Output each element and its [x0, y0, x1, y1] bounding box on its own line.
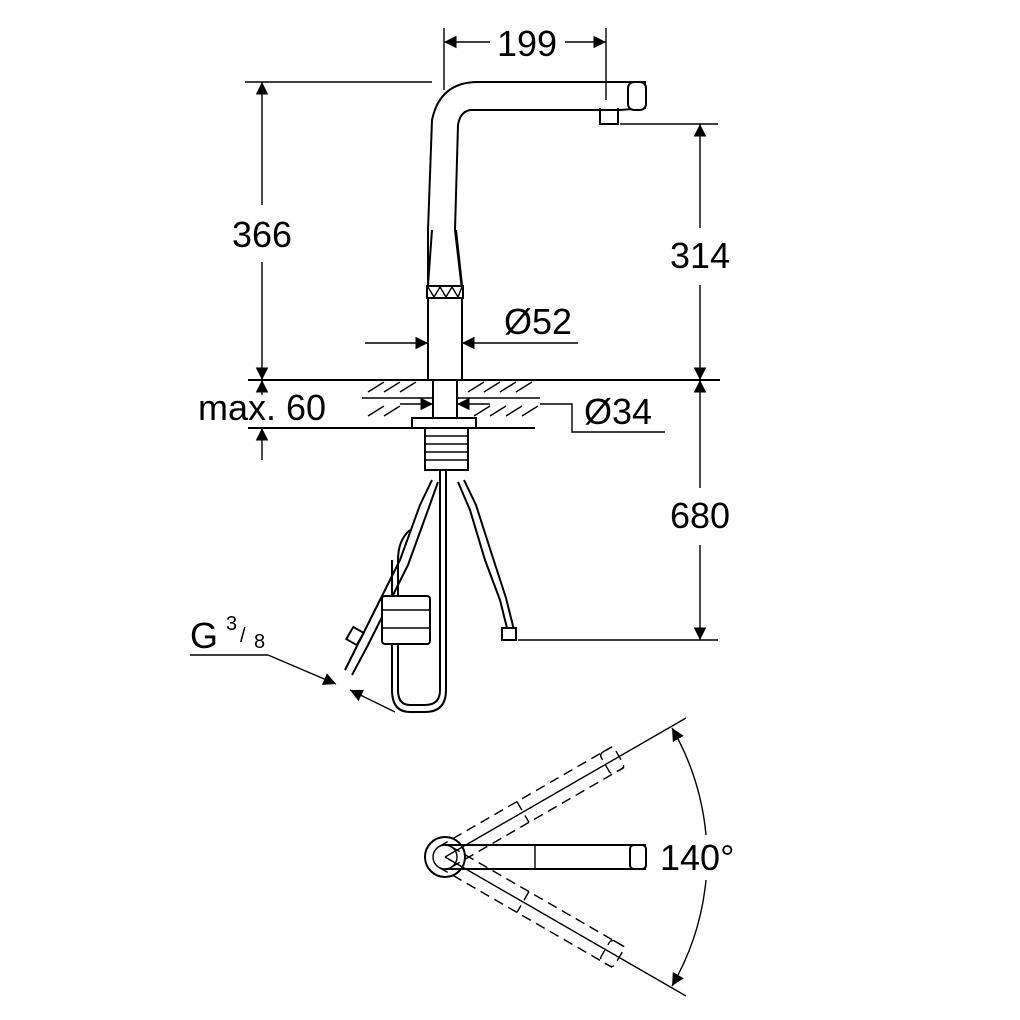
dim-hole-diameter: Ø34: [400, 391, 665, 433]
mounting-nut: [411, 417, 477, 429]
mounting-shank: [432, 379, 458, 421]
spray-nozzle: [599, 108, 619, 125]
supply-hoses: [344, 470, 517, 713]
threaded-stud: [424, 428, 469, 471]
dim-spout-height: 314: [620, 123, 730, 380]
reach-label: 199: [497, 23, 557, 64]
hose-weight: [381, 595, 431, 645]
angle-arc-upper: [671, 727, 707, 836]
countertop: [248, 379, 720, 471]
angle-extension-lower: [444, 856, 687, 997]
thread-prefix: G: [190, 615, 218, 656]
fitting-left: [344, 625, 366, 647]
dim-reach: 199: [443, 23, 607, 100]
body-taper: [427, 229, 463, 286]
spout-head: [627, 81, 647, 111]
pullout-hose-inner: [391, 470, 447, 713]
thread-denominator: 8: [254, 631, 265, 653]
base-diameter-label: Ø52: [504, 301, 572, 342]
swivel-angle-label: 140°: [660, 837, 734, 878]
thread-separator: /: [240, 625, 246, 647]
spout-top-center: [445, 844, 646, 870]
hose-length-label: 680: [670, 495, 730, 536]
spout-top-head: [629, 844, 647, 870]
spout-swing-upper: [438, 746, 625, 868]
max-thickness-label: max. 60: [198, 387, 326, 428]
thread-lines: [425, 435, 468, 461]
faucet-top-view: 140°: [424, 717, 734, 997]
angle-arc-lower: [671, 879, 707, 987]
decor-ring-pattern: [427, 285, 463, 299]
dim-total-height: 366: [232, 81, 432, 380]
total-height-label: 366: [232, 214, 292, 255]
pullout-hose: [397, 470, 441, 706]
hose-right: [457, 481, 511, 641]
hole-diameter-label: Ø34: [584, 391, 652, 432]
dim-base-diameter: Ø52: [365, 301, 578, 350]
dim-max-thickness: max. 60: [198, 380, 326, 460]
hose-right-2: [463, 479, 517, 639]
dim-hose-length: 680: [518, 380, 730, 641]
hose-left-2: [351, 481, 439, 676]
fitting-right: [501, 627, 517, 641]
spout-height-label: 314: [670, 235, 730, 276]
dim-thread: G 3 / 8: [190, 613, 396, 713]
thread-numerator: 3: [226, 613, 237, 635]
angle-extension-upper: [444, 717, 687, 858]
